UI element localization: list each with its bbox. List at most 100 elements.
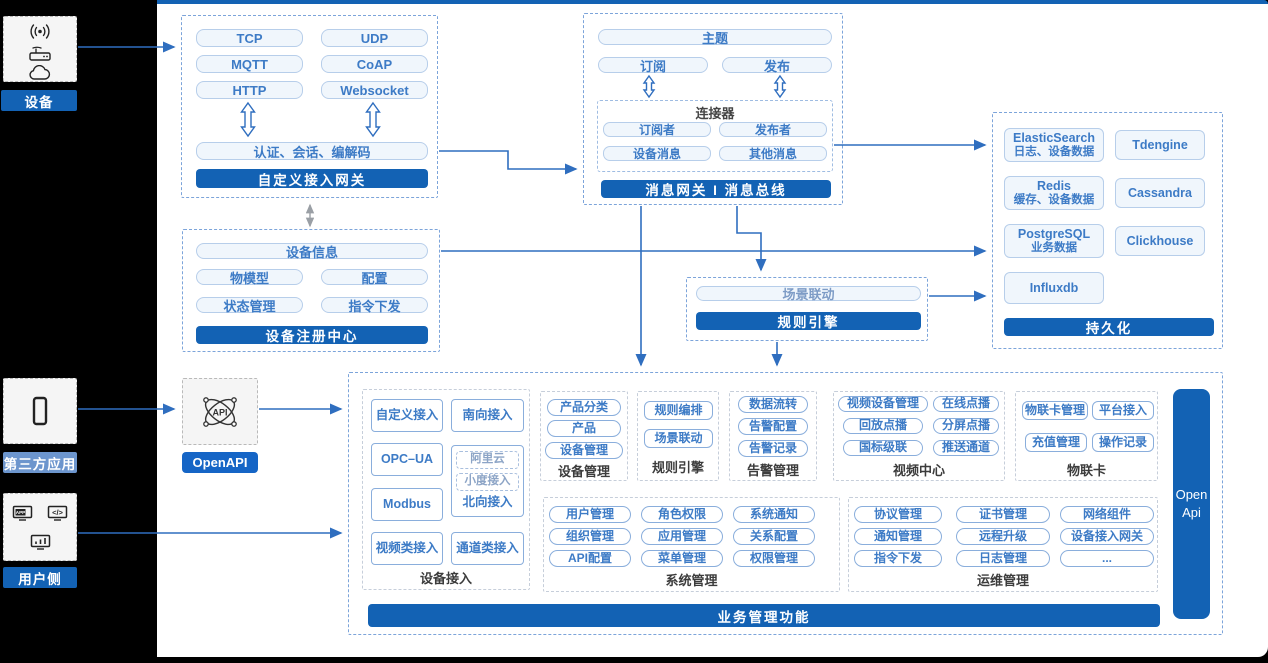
- platform-footer-text: 业务管理功能: [717, 609, 811, 625]
- db-influxdb: Influxdb: [1004, 272, 1104, 304]
- code-window-icon: </>: [47, 505, 68, 521]
- item-opcua-text: OPC–UA: [380, 452, 434, 467]
- group-device-access-label: 设备接入: [362, 568, 530, 586]
- top-accent-line: [157, 0, 1268, 4]
- protocol-udp-text: UDP: [360, 30, 389, 46]
- subscriber-text: 订阅者: [638, 123, 675, 137]
- item-video-access-text: 视频类接入: [375, 541, 439, 556]
- topic-box: 主题: [598, 29, 832, 46]
- item-device-mgmt-text: 设备管理: [559, 442, 608, 457]
- item-xiaodu: 小度接入: [456, 473, 519, 491]
- openapi-label: OpenAPI: [182, 452, 258, 473]
- gateway-title-bar: 自定义接入网关: [196, 169, 428, 188]
- status-mgmt-box: 状态管理: [196, 297, 303, 314]
- svg-text:API: API: [212, 407, 227, 417]
- item-app-mgmt-text: 应用管理: [657, 528, 706, 543]
- item-log-mgmt: 日志管理: [956, 550, 1050, 567]
- subscribe-box: 订阅: [598, 57, 708, 74]
- item-alarm-config-text: 告警配置: [748, 418, 797, 433]
- group-system-label: 系统管理: [543, 571, 840, 588]
- other-message-box: 其他消息: [719, 146, 827, 161]
- item-rule-orchestration: 规则编排: [644, 401, 713, 420]
- topic-text: 主题: [701, 30, 728, 46]
- rule-engine-title-bar: 规则引擎: [696, 312, 921, 330]
- item-southbound-text: 南向接入: [462, 408, 513, 423]
- item-api-config: API配置: [549, 550, 631, 567]
- group-system-label-text: 系统管理: [665, 573, 718, 588]
- group-video-label-text: 视频中心: [892, 462, 945, 478]
- item-southbound: 南向接入: [451, 399, 524, 432]
- platform-footer-bar: 业务管理功能: [368, 604, 1160, 627]
- group-ops-label-text: 运维管理: [976, 573, 1029, 588]
- item-recharge-mgmt: 充值管理: [1025, 433, 1087, 452]
- item-channel-access: 通道类接入: [451, 532, 524, 565]
- item-user-mgmt-text: 用户管理: [565, 506, 614, 521]
- device-message-box: 设备消息: [603, 146, 711, 161]
- item-network-component: 网络组件: [1060, 506, 1154, 523]
- item-device-access-gateway-text: 设备接入网关: [1070, 528, 1143, 543]
- item-remote-upgrade: 远程升级: [956, 528, 1050, 545]
- group-rule-engine-label: 规则引擎: [637, 458, 719, 475]
- command-dispatch-box: 指令下发: [321, 297, 428, 314]
- protocol-http: HTTP: [196, 81, 303, 99]
- db-cassandra-name: Cassandra: [1128, 185, 1192, 200]
- item-gb-cascade-text: 国标级联: [858, 440, 907, 455]
- publisher-box: 发布者: [719, 122, 827, 137]
- item-push-channel-text: 推送通道: [941, 440, 990, 455]
- db-elasticsearch-desc: 日志、设备数据: [1013, 145, 1095, 158]
- item-data-flow-text: 数据流转: [748, 396, 797, 411]
- item-menu-mgmt-text: 菜单管理: [657, 550, 706, 565]
- item-channel-access-text: 通道类接入: [456, 541, 519, 556]
- item-modbus-text: Modbus: [383, 497, 431, 512]
- item-remote-upgrade-text: 远程升级: [978, 528, 1027, 543]
- item-split-screen-text: 分屏点播: [941, 418, 990, 433]
- item-product-category: 产品分类: [547, 399, 621, 416]
- item-modbus: Modbus: [371, 488, 443, 521]
- item-device-access-gateway: 设备接入网关: [1060, 528, 1154, 545]
- db-influxdb-name: Influxdb: [1029, 280, 1079, 295]
- protocol-udp: UDP: [321, 29, 428, 47]
- item-network-component-text: 网络组件: [1082, 506, 1131, 521]
- item-command-dispatch-text: 指令下发: [873, 550, 922, 565]
- persistence-title-bar: 持久化: [1004, 318, 1214, 336]
- group-video-label: 视频中心: [833, 461, 1005, 478]
- protocol-mqtt: MQTT: [196, 55, 303, 73]
- item-alarm-record: 告警记录: [738, 440, 808, 457]
- item-product-text: 产品: [571, 420, 596, 435]
- thing-model-text: 物模型: [229, 270, 269, 286]
- api-network-icon: API: [203, 396, 237, 427]
- item-log-mgmt-text: 日志管理: [978, 550, 1027, 565]
- gateway-title-text: 自定义接入网关: [257, 172, 367, 188]
- item-recharge-mgmt-text: 充值管理: [1031, 434, 1080, 449]
- protocol-http-text: HTTP: [232, 82, 267, 98]
- item-permission-mgmt-text: 权限管理: [749, 550, 798, 565]
- user-side-label-text: 用户侧: [18, 571, 62, 587]
- connector-box: [597, 100, 833, 172]
- item-platform-access: 平台接入: [1092, 401, 1154, 420]
- db-redis: Redis 缓存、设备数据: [1004, 176, 1104, 210]
- group-iot-card-label: 物联卡: [1015, 461, 1158, 478]
- item-data-flow: 数据流转: [738, 396, 808, 413]
- cloud-icon: [29, 65, 51, 80]
- thing-model-box: 物模型: [196, 269, 303, 286]
- item-push-channel: 推送通道: [933, 440, 999, 456]
- item-video-access: 视频类接入: [371, 532, 443, 565]
- item-product: 产品: [547, 420, 621, 437]
- group-iot-card-label-text: 物联卡: [1066, 462, 1106, 478]
- config-text: 配置: [361, 270, 388, 286]
- third-party-label-text: 第三方应用: [3, 456, 77, 472]
- group-device-mgmt-label: 设备管理: [540, 462, 628, 479]
- db-postgresql-desc: 业务数据: [1031, 241, 1077, 254]
- item-operation-record: 操作记录: [1092, 433, 1154, 452]
- message-bus-title-bar: 消息网关 I 消息总线: [601, 180, 831, 198]
- item-rule-orchestration-text: 规则编排: [654, 402, 703, 417]
- scene-linkage-text: 场景联动: [782, 287, 835, 302]
- item-custom-access: 自定义接入: [371, 399, 443, 432]
- item-cert-mgmt-text: 证书管理: [978, 506, 1027, 521]
- item-user-mgmt: 用户管理: [549, 506, 631, 523]
- rule-engine-title-text: 规则引擎: [777, 315, 840, 330]
- persistence-title-text: 持久化: [1085, 321, 1133, 336]
- item-more-text: ...: [1101, 550, 1112, 565]
- svg-text:</>: </>: [52, 508, 63, 517]
- item-northbound: 阿里云 小度接入 北向接入: [451, 445, 524, 517]
